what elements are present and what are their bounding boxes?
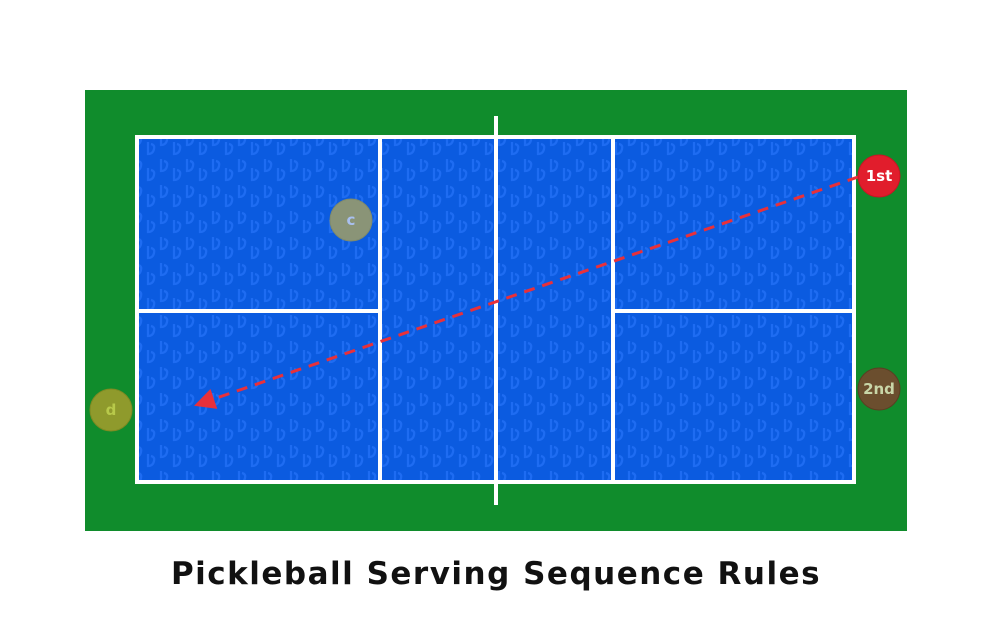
first-server: 1st — [857, 154, 901, 198]
serve-path-arrow — [194, 175, 859, 409]
second-server-label: 2nd — [863, 380, 895, 398]
diagram-caption: Pickleball Serving Sequence Rules — [170, 556, 822, 592]
first-server-marker — [857, 154, 901, 198]
player-d: d — [89, 388, 133, 432]
player-c-label: c — [347, 211, 356, 229]
player-c-marker — [329, 198, 373, 242]
court-lines — [135, 116, 856, 505]
player-c: c — [329, 198, 373, 242]
player-d-marker — [89, 388, 133, 432]
first-server-label: 1st — [866, 167, 893, 185]
player-d-label: d — [106, 401, 117, 419]
second-server-marker — [857, 367, 901, 411]
second-server: 2nd — [857, 367, 901, 411]
